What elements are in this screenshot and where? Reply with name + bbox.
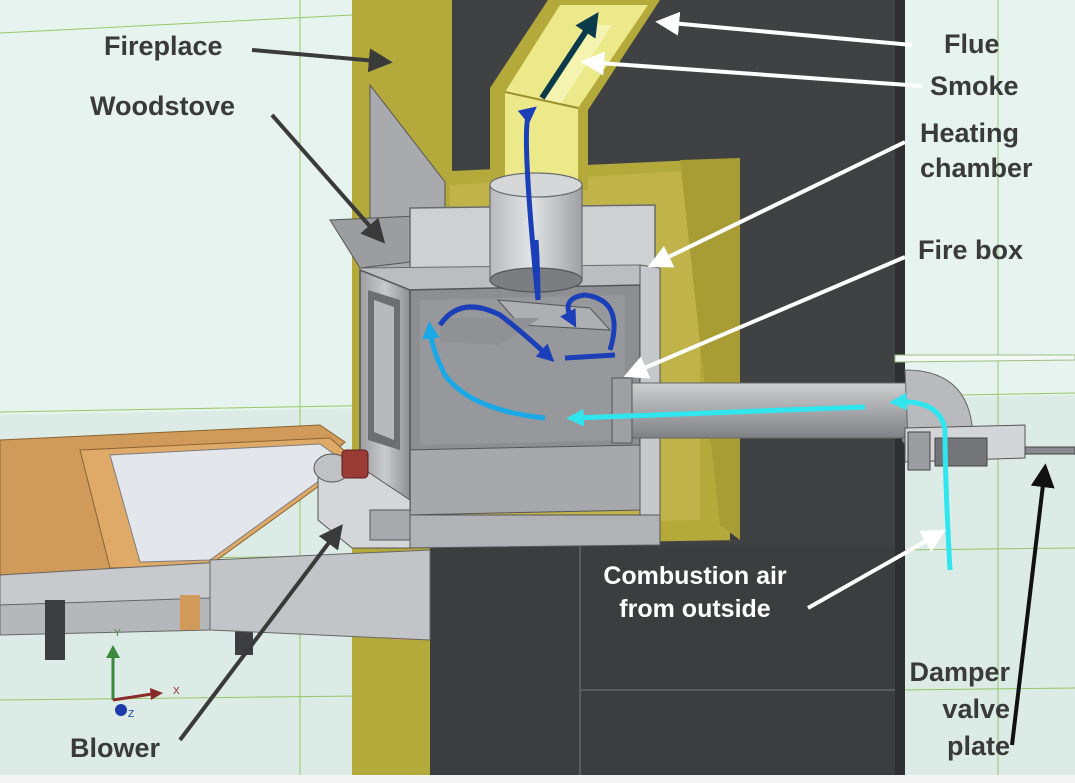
label-smoke: Smoke <box>930 71 1019 101</box>
label-heating-chamber-line2: chamber <box>920 153 1033 183</box>
label-woodstove: Woodstove <box>90 91 236 121</box>
callout-flue <box>655 11 913 47</box>
label-damper-line3: plate <box>946 731 1010 761</box>
callout-lines <box>178 11 1055 746</box>
callout-blower <box>178 524 343 742</box>
label-damper-line1: Damper <box>909 657 1010 687</box>
label-combustion-air-line1: Combustion air <box>603 562 787 590</box>
callout-fire-box <box>623 255 906 379</box>
callout-combustion-air <box>807 529 947 610</box>
label-damper-line2: valve <box>942 694 1010 724</box>
axis-z-label: Z <box>128 709 134 720</box>
label-flue: Flue <box>944 29 1000 59</box>
callout-heating-chamber <box>647 140 906 268</box>
label-heating-chamber-line1: Heating <box>920 118 1020 148</box>
smoke-flow-arrow <box>539 11 599 100</box>
callout-damper <box>1010 463 1055 746</box>
viewport-bottom-edge <box>0 775 1075 783</box>
label-fire-box: Fire box <box>918 235 1024 265</box>
callout-smoke <box>580 51 923 88</box>
hearth <box>0 424 431 660</box>
label-fireplace: Fireplace <box>104 31 223 61</box>
axis-y-label: Y <box>114 628 121 639</box>
label-combustion-air-line2: from outside <box>619 595 771 623</box>
axis-triad: Y X Z <box>106 628 180 720</box>
hot-gas-flow-arrows <box>437 106 617 362</box>
label-blower: Blower <box>70 733 161 763</box>
flue <box>490 0 660 190</box>
combustion-air-flow-arrows <box>422 321 953 571</box>
callout-fireplace <box>251 48 393 73</box>
callout-woodstove <box>270 113 386 244</box>
axis-x-label: X <box>173 686 180 697</box>
